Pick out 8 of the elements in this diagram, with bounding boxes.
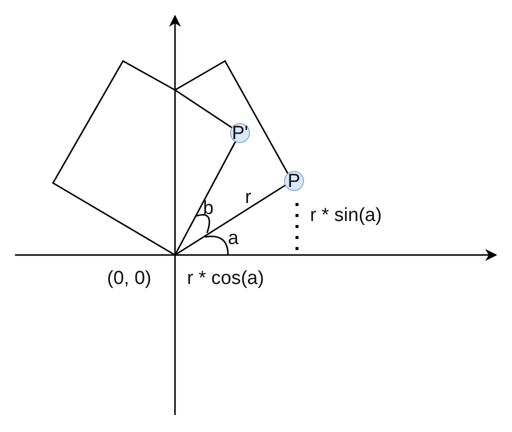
point-marker: P — [284, 171, 304, 191]
angle-label: b — [203, 199, 214, 218]
point-marker: P' — [230, 123, 250, 143]
origin-label: (0, 0) — [107, 269, 152, 288]
coordinate-label: r * sin(a) — [310, 206, 382, 225]
coordinate-label: r * cos(a) — [187, 269, 264, 288]
angle-label: a — [228, 229, 239, 248]
radius-label: r — [245, 188, 252, 207]
